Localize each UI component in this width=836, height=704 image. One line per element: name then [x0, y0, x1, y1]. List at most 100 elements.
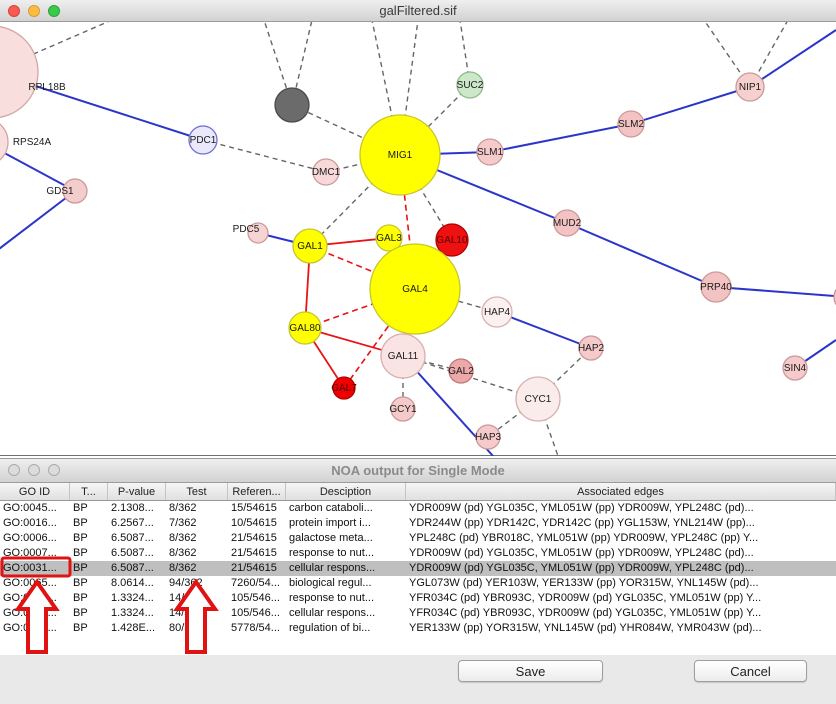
network-node-gcy1[interactable] — [390, 396, 416, 422]
network-node-gal7[interactable] — [332, 376, 356, 400]
network-window-title: galFiltered.sif — [379, 3, 457, 18]
network-edge-blue — [566, 222, 717, 288]
column-header-6[interactable]: Associated edges — [406, 483, 836, 500]
network-edge-blue — [630, 86, 751, 125]
close-button[interactable] — [8, 464, 20, 476]
network-node-gal80[interactable] — [288, 311, 322, 345]
zoom-button[interactable] — [48, 5, 60, 17]
network-node-gal2[interactable] — [448, 358, 474, 384]
network-window-titlebar: galFiltered.sif — [0, 0, 836, 22]
minimize-button[interactable] — [28, 464, 40, 476]
table-cell: 7260/54... — [231, 577, 280, 589]
node-label-sin4: SIN4 — [784, 363, 807, 374]
network-node-gal4[interactable] — [369, 243, 461, 335]
network-node-gal1[interactable] — [292, 228, 328, 264]
node-label-pdc1: PDC1 — [190, 135, 217, 146]
network-edge-blue — [0, 190, 76, 250]
table-cell: 6.5087... — [111, 547, 154, 559]
table-cell: 21/54615 — [231, 547, 277, 559]
close-button[interactable] — [8, 5, 20, 17]
table-cell: YDR009W (pd) YGL035C, YML051W (pp) YDR00… — [409, 502, 754, 514]
table-cell: GO:0045... — [3, 502, 57, 514]
network-node-gal11[interactable] — [380, 333, 426, 379]
table-cell: 80/362 — [169, 622, 203, 634]
network-node-pdc1[interactable] — [188, 125, 218, 155]
table-cell: GO:0007... — [3, 547, 57, 559]
table-cell: carbon cataboli... — [289, 502, 373, 514]
column-header-4[interactable]: Referen... — [228, 483, 286, 500]
node-label-mud2: MUD2 — [553, 218, 582, 229]
network-edge-blue — [749, 29, 836, 88]
table-cell: YDR009W (pd) YGL035C, YML051W (pp) YDR00… — [409, 547, 754, 559]
network-node-hap3[interactable] — [475, 424, 501, 450]
table-body: GO:0045... BP 2.1308... 8/362 15/54615 carbon… — [0, 501, 836, 636]
column-header-2[interactable]: P-value — [108, 483, 166, 500]
node-label-suc2: SUC2 — [457, 80, 484, 91]
network-node-pdc5[interactable] — [247, 222, 269, 244]
noa-window-titlebar: NOA output for Single Mode — [0, 459, 836, 483]
table-cell: 8/362 — [169, 532, 197, 544]
network-node-mud2[interactable] — [553, 209, 581, 237]
table-cell: regulation of bi... — [289, 622, 371, 634]
network-node-rpl18b[interactable] — [0, 26, 39, 118]
network-node-mig1[interactable] — [359, 114, 441, 196]
table-cell: 21/54615 — [231, 562, 277, 574]
node-label-gal3: GAL3 — [376, 233, 402, 244]
network-node-rps24a[interactable] — [0, 118, 9, 166]
table-cell: protein import i... — [289, 517, 371, 529]
table-cell: 105/546... — [231, 592, 280, 604]
cancel-button[interactable]: Cancel — [694, 660, 807, 682]
node-label-hap2: HAP2 — [578, 343, 605, 354]
network-canvas[interactable]: RPL18BRPS24AGDS1PDC1DMC1MIG1SUC2SLM1SLM2… — [0, 22, 836, 456]
network-edge-dash — [291, 22, 313, 106]
network-node-slm2[interactable] — [617, 110, 645, 138]
network-node[interactable] — [274, 87, 310, 123]
network-node-prp40[interactable] — [700, 271, 732, 303]
node-label-slm2: SLM2 — [618, 119, 645, 130]
network-node-nip1[interactable] — [735, 72, 765, 102]
zoom-button[interactable] — [48, 464, 60, 476]
network-node-hap4[interactable] — [481, 296, 513, 328]
network-node-hap2[interactable] — [578, 335, 604, 361]
node-label-cyc1: CYC1 — [525, 394, 552, 405]
table-cell: BP — [73, 562, 88, 574]
network-edge-dash — [263, 22, 293, 106]
table-cell: 15/54615 — [231, 502, 277, 514]
table-cell: YDR244W (pp) YDR142C, YDR142C (pp) YGL15… — [409, 517, 755, 529]
table-cell: GO:0050... — [3, 622, 57, 634]
table-cell: BP — [73, 502, 88, 514]
network-node-gds1[interactable] — [62, 178, 88, 204]
network-node-suc2[interactable] — [456, 71, 484, 99]
column-header-5[interactable]: Desciption — [286, 483, 406, 500]
column-header-0[interactable]: GO ID — [0, 483, 70, 500]
table-cell: 2.1308... — [111, 502, 154, 514]
column-header-3[interactable]: Test — [166, 483, 228, 500]
node-label-gcy1: GCY1 — [389, 404, 417, 415]
network-node-dmc1[interactable] — [312, 158, 340, 186]
network-node-gal3[interactable] — [375, 224, 403, 252]
save-button[interactable]: Save — [458, 660, 603, 682]
table-cell: cellular respons... — [289, 607, 376, 619]
network-node-slm1[interactable] — [476, 138, 504, 166]
table-cell: YGL073W (pd) YER103W, YER133W (pp) YOR31… — [409, 577, 759, 589]
node-label-slm1: SLM1 — [477, 147, 504, 158]
minimize-button[interactable] — [28, 5, 40, 17]
network-edge-blue — [496, 311, 592, 349]
network-edge-blue — [715, 286, 836, 298]
column-header-1[interactable]: T... — [70, 483, 108, 500]
network-node-cyc1[interactable] — [515, 376, 561, 422]
network-node-gal10[interactable] — [435, 223, 469, 257]
network-node-sin4[interactable] — [782, 355, 808, 381]
node-label-gal4: GAL4 — [402, 284, 428, 295]
